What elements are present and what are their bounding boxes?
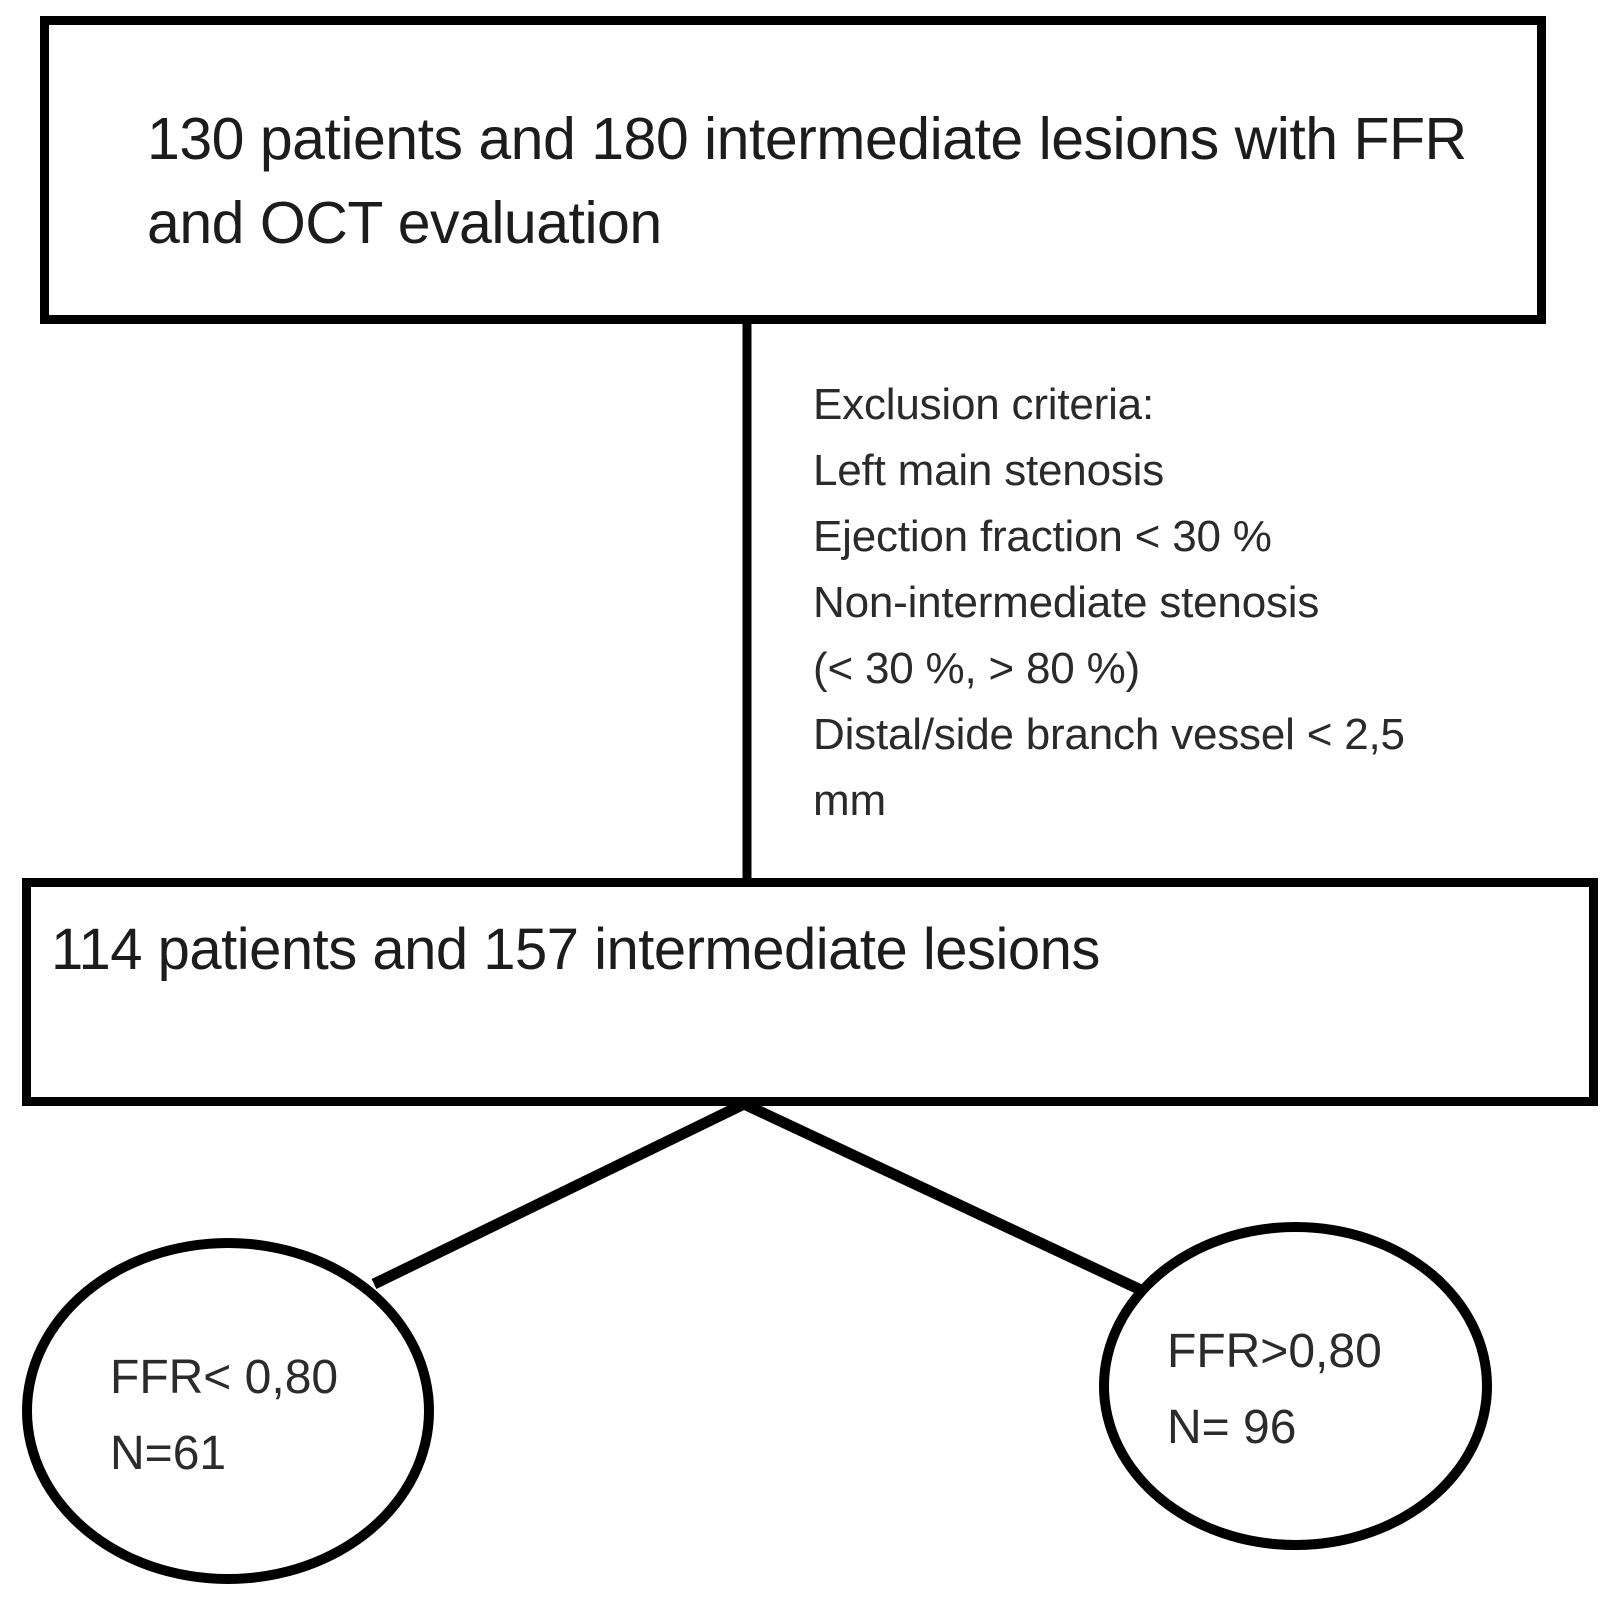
- enrolled-cohort-text: 130 patients and 180 intermediate lesion…: [147, 106, 1467, 256]
- ffr-low-label: FFR< 0,80 N=61: [110, 1340, 410, 1492]
- exclusion-criteria-text: Exclusion criteria: Left main stenosis E…: [813, 380, 1405, 825]
- analyzed-cohort-box: 114 patients and 157 intermediate lesion…: [22, 878, 1598, 1106]
- connector-analyzed-to-ffr-low: [371, 1099, 747, 1289]
- ffr-low-threshold-label: FFR< 0,80: [110, 1351, 339, 1404]
- ffr-high-ellipse: FFR>0,80 N= 96: [1099, 1222, 1492, 1550]
- connector-analyzed-to-ffr-high: [741, 1099, 1146, 1296]
- ffr-high-threshold-label: FFR>0,80: [1167, 1325, 1382, 1378]
- enrolled-cohort-box: 130 patients and 180 intermediate lesion…: [40, 16, 1546, 324]
- ffr-high-count-label: N= 96: [1167, 1401, 1297, 1454]
- ffr-low-count-label: N=61: [110, 1427, 227, 1480]
- ffr-low-ellipse: FFR< 0,80 N=61: [22, 1238, 434, 1584]
- ffr-high-label: FFR>0,80 N= 96: [1167, 1314, 1477, 1466]
- analyzed-cohort-text: 114 patients and 157 intermediate lesion…: [51, 917, 1100, 982]
